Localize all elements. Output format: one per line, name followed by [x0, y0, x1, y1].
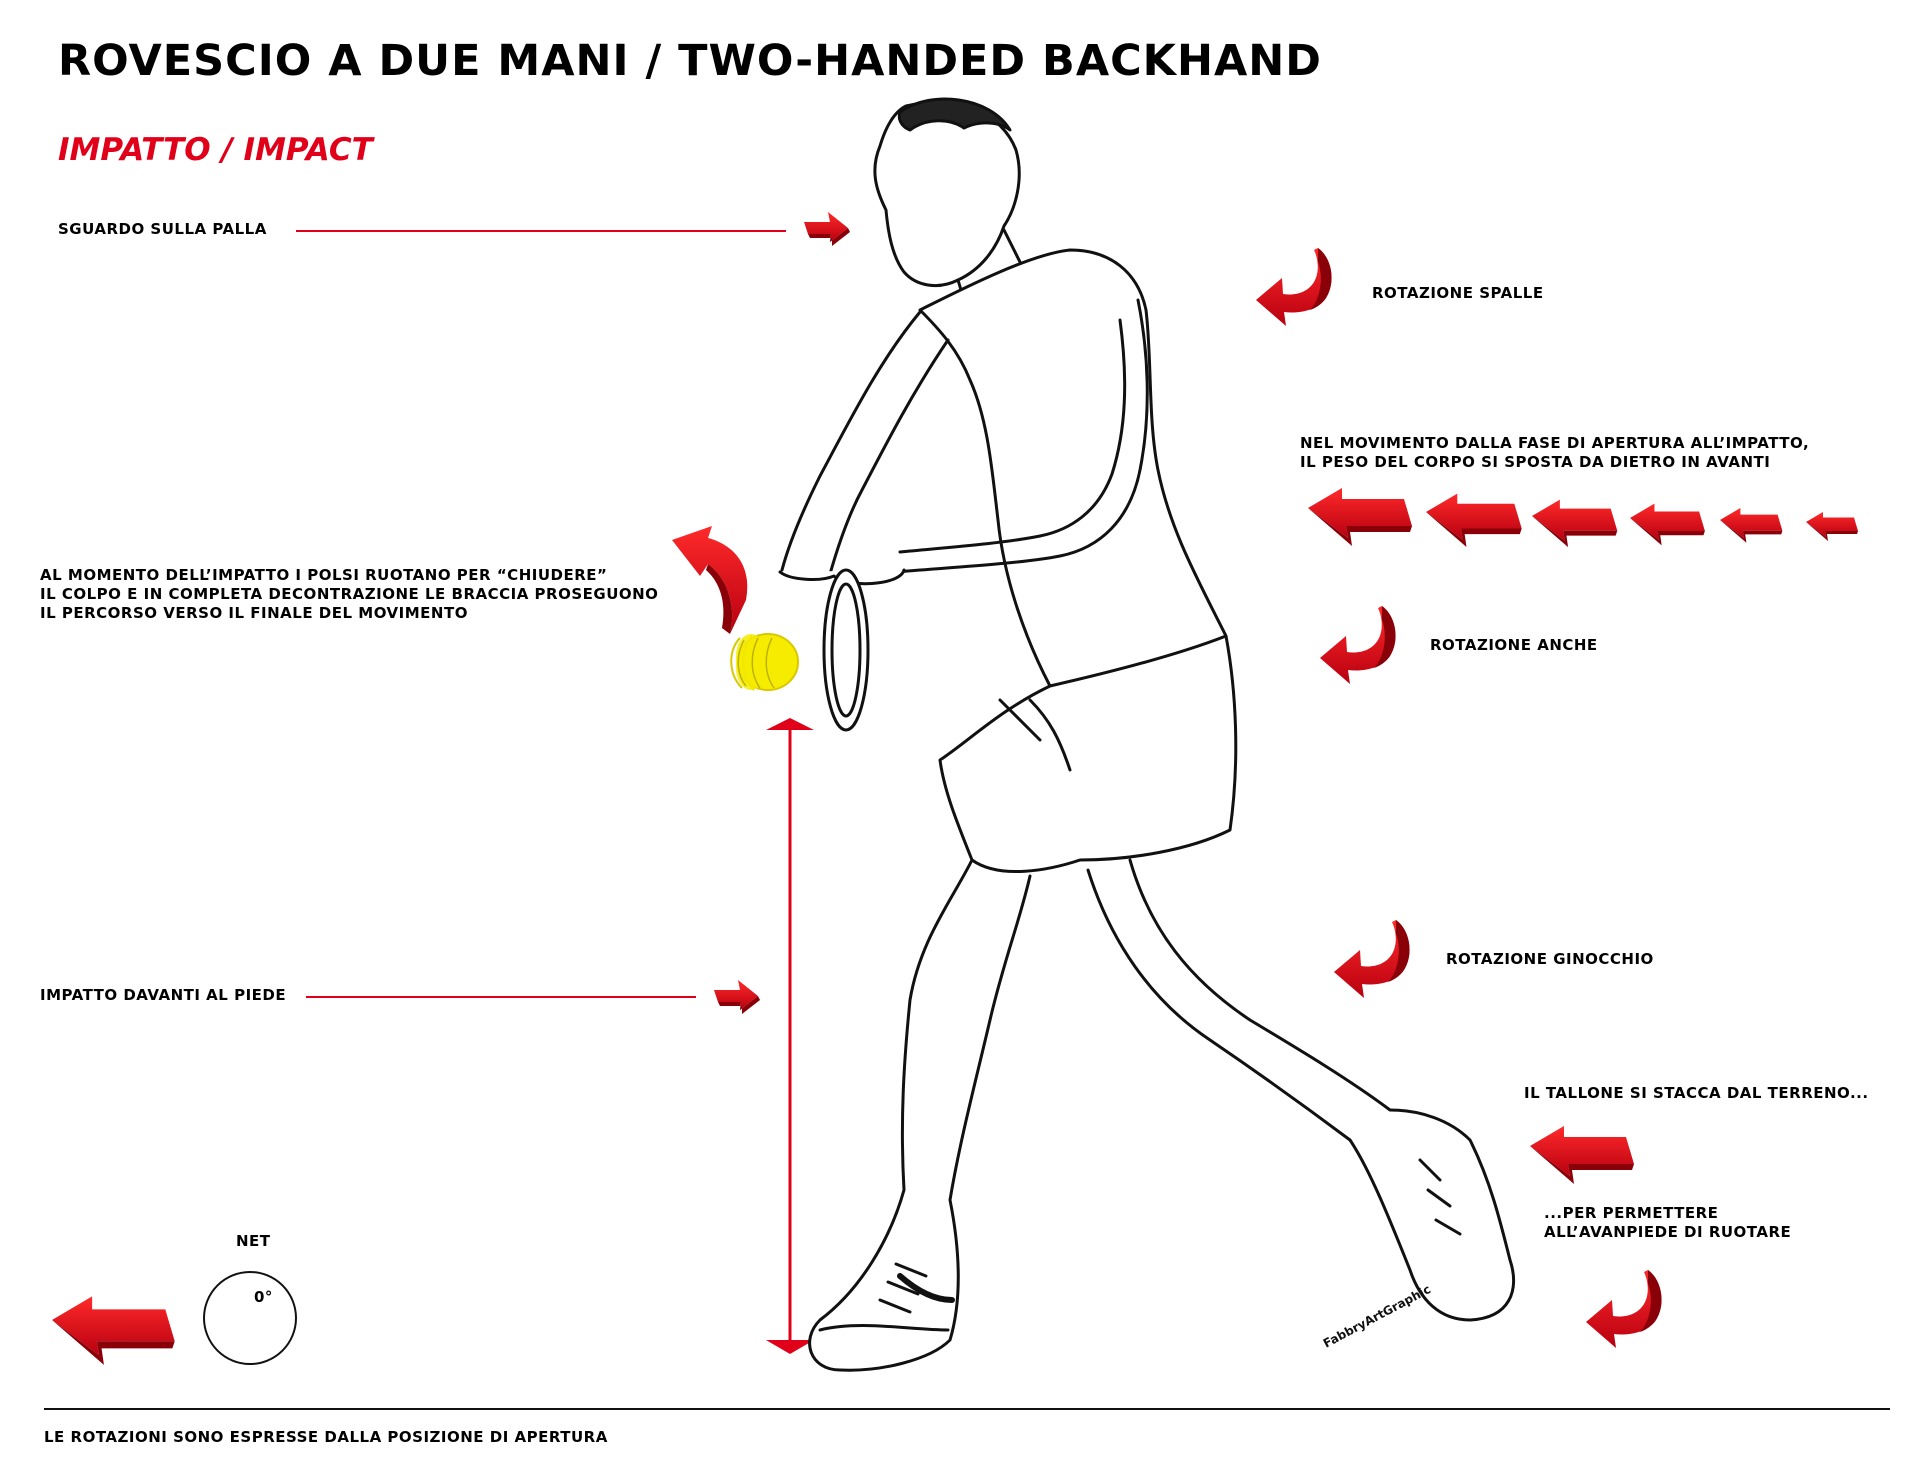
- wrist-line-2: IL COLPO E IN COMPLETA DECONTRAZIONE LE …: [40, 585, 659, 603]
- net-direction-arrow-icon: [52, 1296, 175, 1365]
- impact-height-arrow-icon: [766, 718, 814, 1354]
- forefoot-rotation-arrow-icon: [1586, 1270, 1662, 1348]
- weight-arrow-4-icon: [1630, 503, 1705, 546]
- heel-arrow-icon: [1530, 1126, 1634, 1184]
- footer-note: LE ROTAZIONI SONO ESPRESSE DALLA POSIZIO…: [44, 1428, 608, 1446]
- impact-front-leader-line: [306, 996, 696, 998]
- weight-arrow-3-icon: [1532, 499, 1618, 548]
- tennis-ball-icon: [730, 633, 799, 691]
- shoulder-rotation-arrow-icon: [1256, 248, 1332, 326]
- wrist-line-1: AL MOMENTO DELL’IMPATTO I POLSI RUOTANO …: [40, 566, 608, 584]
- wrist-rotation-arrow-icon: [672, 526, 748, 634]
- weight-line-2: IL PESO DEL CORPO SI SPOSTA DA DIETRO IN…: [1300, 453, 1771, 471]
- gaze-label: SGUARDO SULLA PALLA: [58, 220, 267, 238]
- heel-label: IL TALLONE SI STACCA DAL TERRENO...: [1524, 1084, 1869, 1102]
- net-label: NET: [236, 1232, 271, 1250]
- shoulders-label: ROTAZIONE SPALLE: [1372, 284, 1544, 302]
- knee-rotation-arrow-icon: [1334, 920, 1410, 998]
- hip-rotation-arrow-icon: [1320, 606, 1396, 684]
- footer-divider: [44, 1408, 1890, 1410]
- weight-shift-annotation: NEL MOVIMENTO DALLA FASE DI APERTURA ALL…: [1300, 434, 1809, 472]
- wrist-annotation: AL MOMENTO DELL’IMPATTO I POLSI RUOTANO …: [40, 566, 658, 623]
- impact-pointer-arrow-icon: [714, 980, 760, 1014]
- gaze-leader-line: [296, 230, 786, 232]
- player-illustration: [778, 97, 1516, 1372]
- forefoot-line-2: ALL’AVANPIEDE DI RUOTARE: [1544, 1223, 1792, 1241]
- weight-arrow-1-icon: [1308, 488, 1412, 546]
- weight-line-1: NEL MOVIMENTO DALLA FASE DI APERTURA ALL…: [1300, 434, 1810, 452]
- phase-subtitle: IMPATTO / IMPACT: [58, 132, 373, 168]
- wrist-line-3: IL PERCORSO VERSO IL FINALE DEL MOVIMENT…: [40, 604, 468, 622]
- gaze-pointer-arrow-icon: [804, 212, 850, 246]
- forefoot-line-1: ...PER PERMETTERE: [1544, 1204, 1719, 1222]
- hips-label: ROTAZIONE ANCHE: [1430, 636, 1598, 654]
- forefoot-annotation: ...PER PERMETTERE ALL’AVANPIEDE DI RUOTA…: [1544, 1204, 1791, 1242]
- net-angle-value: 0°: [254, 1288, 273, 1306]
- knee-label: ROTAZIONE GINOCCHIO: [1446, 950, 1654, 968]
- weight-arrow-2-icon: [1426, 493, 1522, 547]
- page-title: ROVESCIO A DUE MANI / TWO-HANDED BACKHAN…: [58, 36, 1322, 86]
- impact-front-label: IMPATTO DAVANTI AL PIEDE: [40, 986, 287, 1004]
- net-circle-icon: [203, 1271, 297, 1365]
- weight-arrow-5-icon: [1720, 508, 1783, 543]
- artist-signature: FabbryArtGraphic: [1321, 1282, 1433, 1351]
- weight-arrow-6-icon: [1806, 512, 1858, 541]
